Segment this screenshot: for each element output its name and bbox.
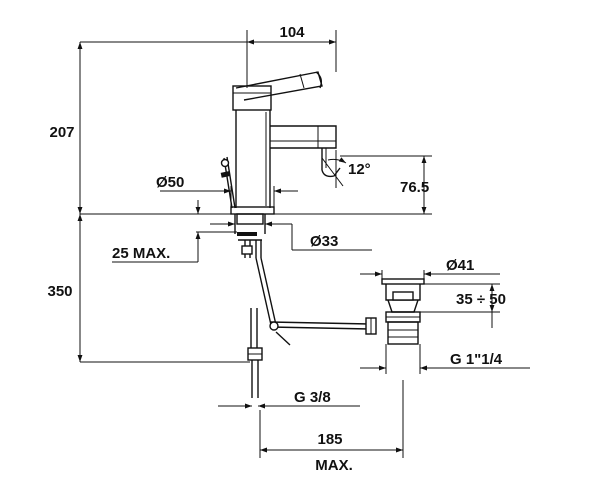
dim-max-label: MAX.: [315, 457, 353, 474]
dim-spout-reach: 104: [279, 24, 305, 41]
dim-base-diameter: Ø50: [156, 174, 184, 191]
dim-spout-angle: 12°: [348, 161, 371, 178]
supply-hose: [247, 257, 277, 398]
dim-waste-thread: G 1"1/4: [450, 351, 503, 368]
pop-up-linkage: [269, 317, 377, 346]
faucet-body: [220, 71, 341, 215]
waste-assembly: [381, 278, 425, 345]
dim-waste-diameter: Ø41: [446, 257, 474, 274]
dim-total-height: 207: [49, 124, 74, 141]
dim-max-thickness: 25 MAX.: [112, 245, 170, 262]
dim-spout-height: 76.5: [400, 179, 429, 196]
fixing-assembly: [234, 213, 266, 258]
dim-hose-length: 350: [47, 283, 72, 300]
dim-max-distance: 185: [317, 431, 342, 448]
dim-hole-diameter: Ø33: [310, 233, 338, 250]
dim-supply-thread: G 3/8: [294, 389, 331, 406]
dim-waste-range: 35 ÷ 50: [456, 291, 506, 308]
